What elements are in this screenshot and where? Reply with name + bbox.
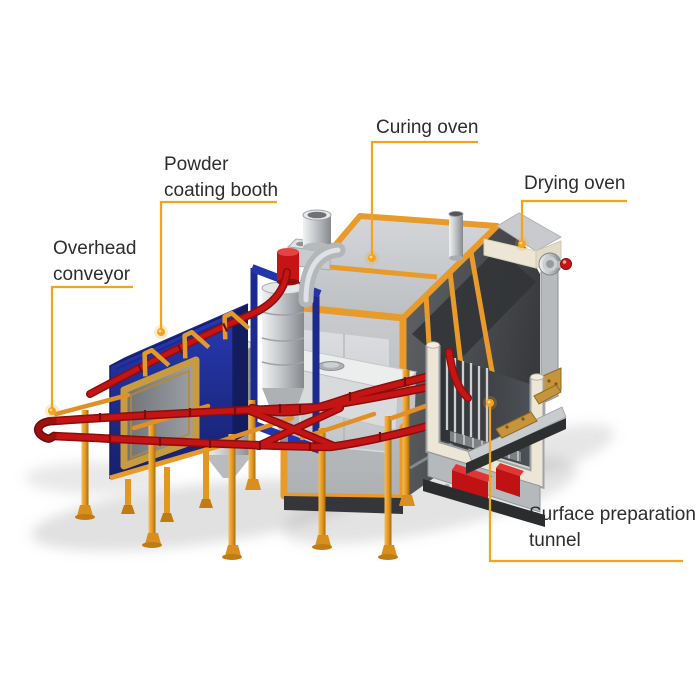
label-powder-coating-booth: Powder coating booth: [164, 154, 279, 201]
label-curing-oven: Curing oven: [376, 117, 479, 138]
leader-curing-oven: [365, 140, 478, 265]
leader-overhead-conveyor: [45, 285, 133, 418]
leader-dot-drying-oven: [518, 240, 526, 248]
label-overhead-conveyor: Overhead conveyor: [53, 238, 137, 285]
drying-oven-red-knob: [560, 258, 572, 270]
leader-drying-oven: [515, 199, 627, 251]
leader-dot-surface-preparation-tunnel: [486, 399, 494, 407]
rail-joints: [98, 322, 432, 451]
conveyor-roof-rail: [87, 269, 290, 397]
label-surface-preparation-tunnel: Surface preparation tunnel: [529, 504, 696, 551]
leader-dot-overhead-conveyor: [48, 407, 56, 415]
leader-dot-curing-oven: [368, 254, 376, 262]
leader-powder-coating-booth: [154, 200, 277, 339]
leader-surface-preparation-tunnel: [483, 396, 683, 563]
label-drying-oven: Drying oven: [524, 173, 626, 194]
leader-dot-powder-coating-booth: [157, 328, 165, 336]
